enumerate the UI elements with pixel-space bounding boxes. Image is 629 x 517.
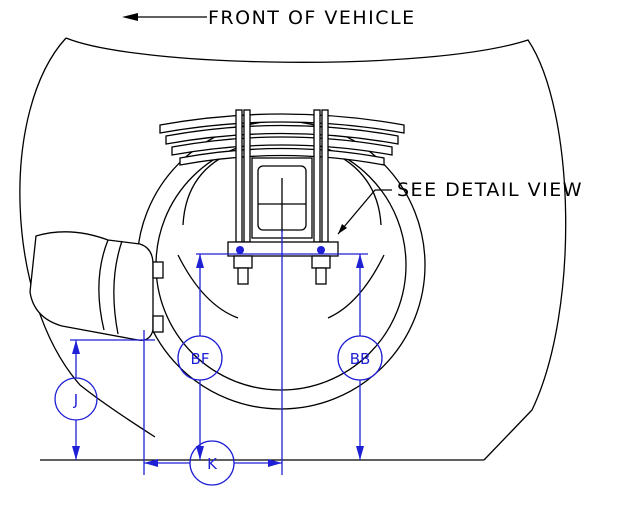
detail-leader-arrow xyxy=(338,224,347,234)
dimension-bb-label: BB xyxy=(350,350,371,368)
dimension-j-label: J xyxy=(73,391,78,409)
spring-plate xyxy=(227,241,339,257)
nut-left xyxy=(233,255,253,285)
wheel-well-outline xyxy=(19,37,567,461)
wheel-inner-arc-low-right xyxy=(327,254,385,319)
dimension-bb: BB xyxy=(337,254,383,460)
dimension-bf: BF xyxy=(177,254,223,460)
front-direction-arrow xyxy=(122,13,207,21)
see-detail-view-label: SEE DETAIL VIEW xyxy=(397,179,583,201)
brake-chamber xyxy=(29,231,164,341)
dimension-bf-label: BF xyxy=(191,350,210,368)
dimension-k: K xyxy=(144,440,282,486)
front-of-vehicle-label: FRONT OF VEHICLE xyxy=(208,7,416,29)
wheel-inner-arc-low-left xyxy=(177,254,239,319)
nut-right xyxy=(311,255,331,285)
dimension-k-label: K xyxy=(207,455,218,473)
measure-point-front xyxy=(236,246,244,254)
measure-point-rear xyxy=(317,246,325,254)
dimension-j: J xyxy=(54,340,98,460)
